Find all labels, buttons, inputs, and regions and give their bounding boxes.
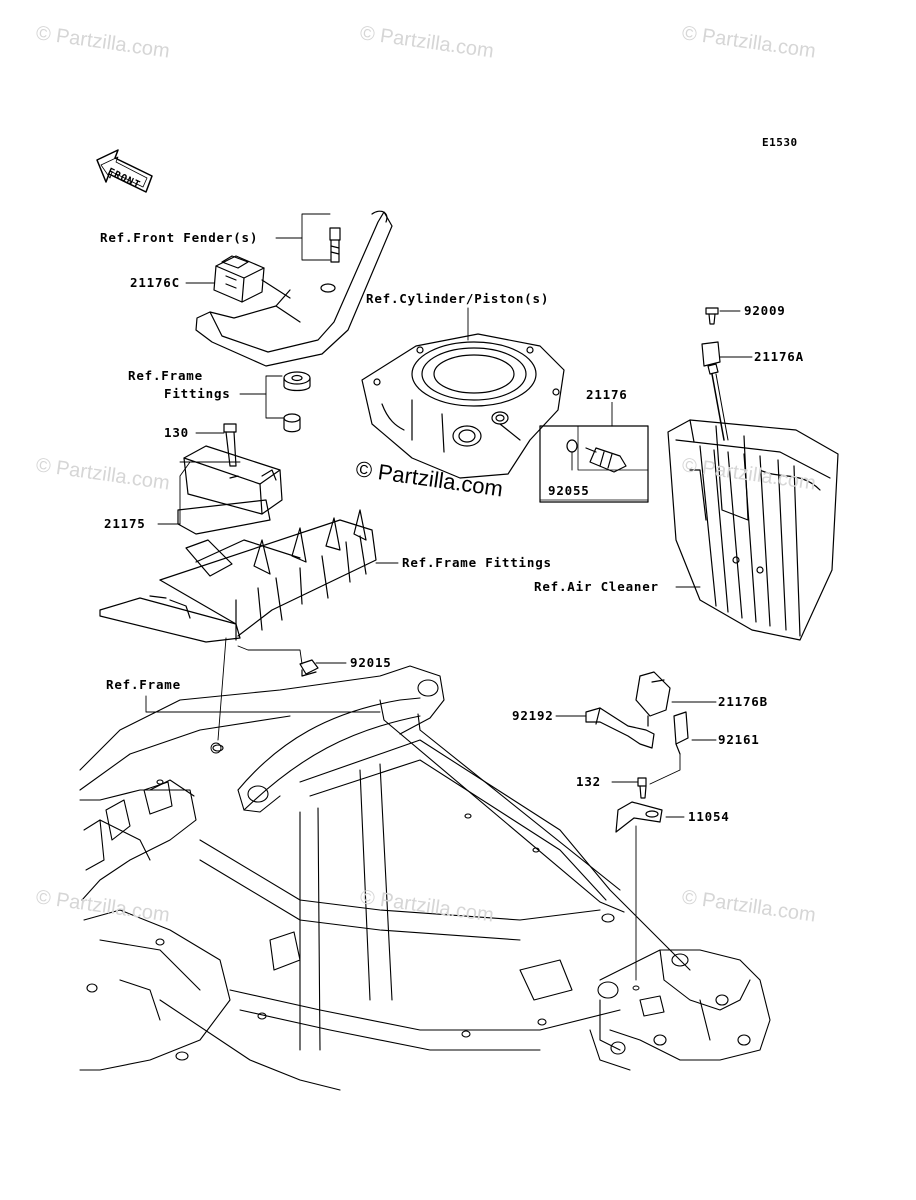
clip-92015-drawing (299, 659, 319, 677)
label-ref-frame-fittings-line1: Ref.Frame (128, 368, 203, 383)
label-ref-air-cleaner: Ref.Air Cleaner (534, 579, 659, 594)
sensor-21176a-drawing (701, 307, 729, 441)
label-11054: 11054 (688, 809, 730, 824)
label-92055: 92055 (548, 483, 590, 498)
front-arrow-icon (96, 149, 153, 193)
ecu-21175-drawing (177, 445, 283, 535)
air-cleaner-drawing (667, 419, 839, 641)
label-21175: 21175 (104, 516, 146, 531)
sensor-21176c-drawing (213, 255, 291, 303)
tray-frame-fittings-drawing (99, 509, 377, 643)
sensor-21176b-drawing (635, 671, 689, 755)
fender-bracket-drawing (195, 210, 393, 367)
label-21176b: 21176B (718, 694, 768, 709)
frame-fittings-drawing (283, 371, 311, 433)
hose-92192-drawing (585, 707, 655, 749)
label-21176: 21176 (586, 387, 628, 402)
label-92015: 92015 (350, 655, 392, 670)
label-21176c: 21176C (130, 275, 180, 290)
label-ref-frame-fittings-line2: Fittings (164, 386, 231, 401)
bracket-11054-drawing (615, 777, 663, 833)
cylinder-drawing (361, 333, 565, 479)
diagram-code: E1530 (762, 136, 798, 149)
sensor-21176-drawing (539, 425, 649, 503)
label-130: 130 (164, 425, 189, 440)
label-21176a: 21176A (754, 349, 804, 364)
label-ref-frame: Ref.Frame (106, 677, 181, 692)
label-ref-front-fender: Ref.Front Fender(s) (100, 230, 259, 245)
label-ref-cylinder-piston: Ref.Cylinder/Piston(s) (366, 291, 550, 306)
label-ref-frame-fittings: Ref.Frame Fittings (402, 555, 552, 570)
label-92009: 92009 (744, 303, 786, 318)
label-92161: 92161 (718, 732, 760, 747)
leader-lines (145, 213, 753, 991)
label-92192: 92192 (512, 708, 554, 723)
frame-drawing (79, 665, 771, 1091)
bolt-130-drawing (223, 423, 237, 467)
label-132: 132 (576, 774, 601, 789)
